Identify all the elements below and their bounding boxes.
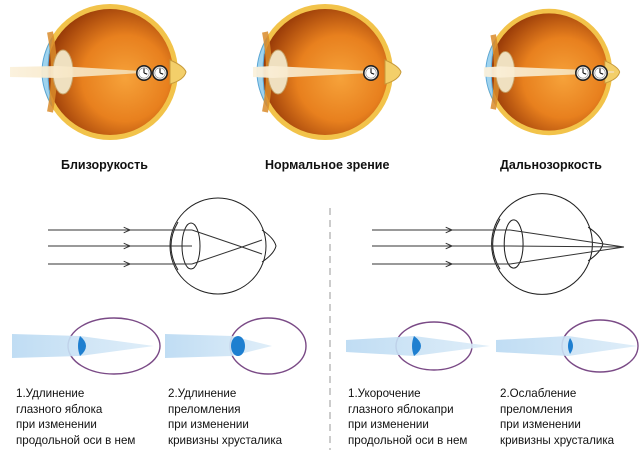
lens-schematic-1 bbox=[12, 317, 161, 375]
clock-icon bbox=[591, 65, 609, 81]
eye-hyperopia-illustration bbox=[484, 9, 620, 135]
eye-normal-illustration bbox=[253, 4, 401, 140]
caption-4: 2.Ослабление преломления при изменении к… bbox=[500, 387, 615, 447]
label-normal-vision: Нормальное зрение bbox=[265, 158, 390, 172]
lens-schematic-3 bbox=[346, 321, 490, 371]
eye-myopia-illustration bbox=[10, 4, 186, 140]
clock-icon bbox=[574, 65, 592, 81]
caption-1: 1.Удлинение глазного яблока при изменени… bbox=[16, 387, 136, 447]
ray-diagram-hyperopia bbox=[372, 193, 625, 295]
caption-2: 2.Удлинение преломления при изменении кр… bbox=[168, 387, 283, 447]
clock-icon bbox=[152, 65, 168, 81]
clock-icon bbox=[136, 65, 152, 81]
lens-schematic-4 bbox=[496, 319, 639, 373]
ray-diagram-myopia bbox=[48, 197, 277, 295]
label-myopia: Близорукость bbox=[61, 158, 148, 172]
label-hyperopia: Дальнозоркость bbox=[500, 158, 602, 172]
clock-icon bbox=[362, 65, 380, 81]
lens-schematic-2 bbox=[165, 317, 307, 375]
caption-3: 1.Укорочение глазного яблокапри при изме… bbox=[348, 387, 468, 447]
